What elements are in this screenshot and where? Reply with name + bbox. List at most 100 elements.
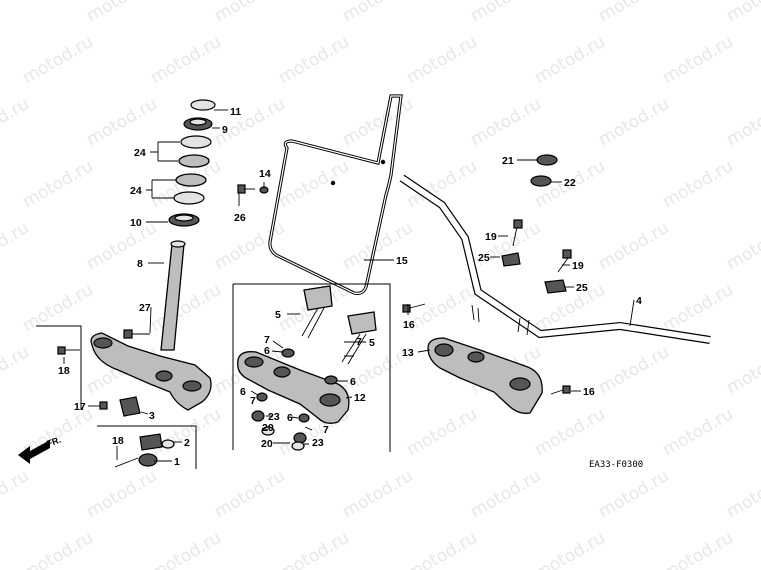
callout-c12: 12 (354, 392, 366, 404)
watermark-text: motod.ru (275, 32, 353, 88)
handlebar-holder-right-part (341, 311, 377, 365)
watermark-text: motod.ru (531, 32, 609, 88)
handlebar-part (399, 174, 711, 344)
front-direction-label: FR. (45, 435, 62, 449)
number-plate-part (268, 94, 403, 295)
upper-race-part (180, 135, 212, 149)
callout-c20b: 20 (261, 438, 273, 450)
lower-bearing-part (173, 191, 205, 205)
callout-c7b: 7 (356, 336, 362, 348)
cable-guide-part (119, 396, 141, 417)
callout-c15: 15 (396, 255, 408, 267)
callout-c2: 2 (184, 437, 190, 449)
watermark-text: motod.ru (467, 94, 545, 150)
watermark-text: motod.ru (403, 528, 481, 570)
callout-c23a: 23 (268, 411, 280, 423)
callout-c11: 11 (230, 106, 241, 118)
callout-c25b: 25 (576, 282, 588, 294)
callout-c4: 4 (636, 295, 642, 307)
callout-c8: 8 (137, 258, 143, 270)
steering-stem-part (160, 243, 185, 351)
callout-c21: 21 (502, 155, 514, 167)
callout-c23b: 23 (312, 437, 324, 449)
watermark-text: motod.ru (339, 0, 417, 26)
watermark-text: motod.ru (723, 94, 761, 150)
callout-c18b: 18 (112, 435, 124, 447)
watermark-text: motod.ru (339, 94, 417, 150)
callout-c17: 17 (74, 401, 86, 413)
watermark-text: motod.ru (0, 94, 33, 150)
watermark-text: motod.ru (595, 94, 673, 150)
callout-c6d: 6 (287, 412, 293, 424)
watermark-text: motod.ru (467, 0, 545, 26)
watermark-text: motod.ru (723, 342, 761, 398)
watermark-text: motod.ru (403, 32, 481, 88)
upper-bearing-part (178, 154, 210, 168)
watermark-text: motod.ru (211, 466, 289, 522)
callout-c18a: 18 (58, 365, 70, 377)
front-direction-arrow: FR. (18, 435, 62, 464)
watermark-text: motod.ru (147, 404, 225, 460)
watermark-text: motod.ru (0, 466, 33, 522)
handlebar-holder-left-part (301, 285, 333, 339)
callout-c16b: 16 (583, 386, 595, 398)
callout-c27: 27 (139, 302, 151, 314)
group-frame-clamp (97, 425, 197, 469)
callout-c10: 10 (130, 217, 142, 229)
callout-c19a: 19 (485, 231, 497, 243)
callout-c7d: 7 (250, 395, 256, 407)
watermark-text: motod.ru (211, 218, 289, 274)
callout-c5a: 5 (275, 309, 281, 321)
watermark-text: motod.ru (403, 280, 481, 336)
watermark-text: motod.ru (0, 0, 33, 26)
callout-c7a: 7 (264, 334, 270, 346)
watermark-text: motod.ru (83, 466, 161, 522)
watermark-text: motod.ru (211, 94, 289, 150)
watermark-text: motod.ru (595, 218, 673, 274)
watermark-text: motod.ru (595, 466, 673, 522)
watermark-text: motod.ru (275, 528, 353, 570)
watermark-text: motod.ru (659, 156, 737, 212)
callout-c7c: 7 (323, 424, 329, 436)
watermark-text: motod.ru (531, 404, 609, 460)
figure-code: EA33-F0300 (589, 460, 643, 470)
upper-triple-clamp-center-part (237, 351, 350, 424)
callout-c6b: 6 (350, 376, 356, 388)
callout-c26: 26 (234, 212, 246, 224)
steering-stem-stack (160, 99, 216, 351)
watermark-text: motod.ru (275, 156, 353, 212)
watermark-text: motod.ru (531, 528, 609, 570)
watermark-text: motod.ru (659, 32, 737, 88)
watermark-text: motod.ru (19, 32, 97, 88)
callout-c3: 3 (149, 410, 155, 422)
callout-c24a: 24 (134, 147, 146, 159)
watermark-text: motod.ru (723, 466, 761, 522)
callout-c5b: 5 (369, 337, 375, 349)
callout-c14: 14 (259, 168, 271, 180)
lower-race-part (175, 173, 207, 187)
watermark-text: motod.ru (339, 466, 417, 522)
hose-clamp-part (139, 433, 163, 451)
watermark-text: motod.ru (147, 32, 225, 88)
callout-c19b: 19 (572, 260, 584, 272)
watermark-text: motod.ru (659, 404, 737, 460)
watermark-text: motod.ru (19, 156, 97, 212)
callout-c1: 1 (174, 456, 180, 468)
callout-c22: 22 (564, 177, 576, 189)
watermark-text: motod.ru (83, 218, 161, 274)
watermark-text: motod.ru (19, 280, 97, 336)
group-frame-center (232, 283, 391, 452)
callout-c24b: 24 (130, 185, 142, 197)
stem-nut-part (190, 99, 216, 111)
leader-lines (63, 109, 635, 462)
watermark-text: motod.ru (595, 0, 673, 26)
callout-c13: 13 (402, 347, 414, 359)
group-frame-left (36, 325, 82, 410)
watermark-text: motod.ru (0, 342, 33, 398)
watermark-text: motod.ru (83, 0, 161, 26)
callout-c25a: 25 (478, 252, 490, 264)
watermark-text: motod.ru (467, 466, 545, 522)
